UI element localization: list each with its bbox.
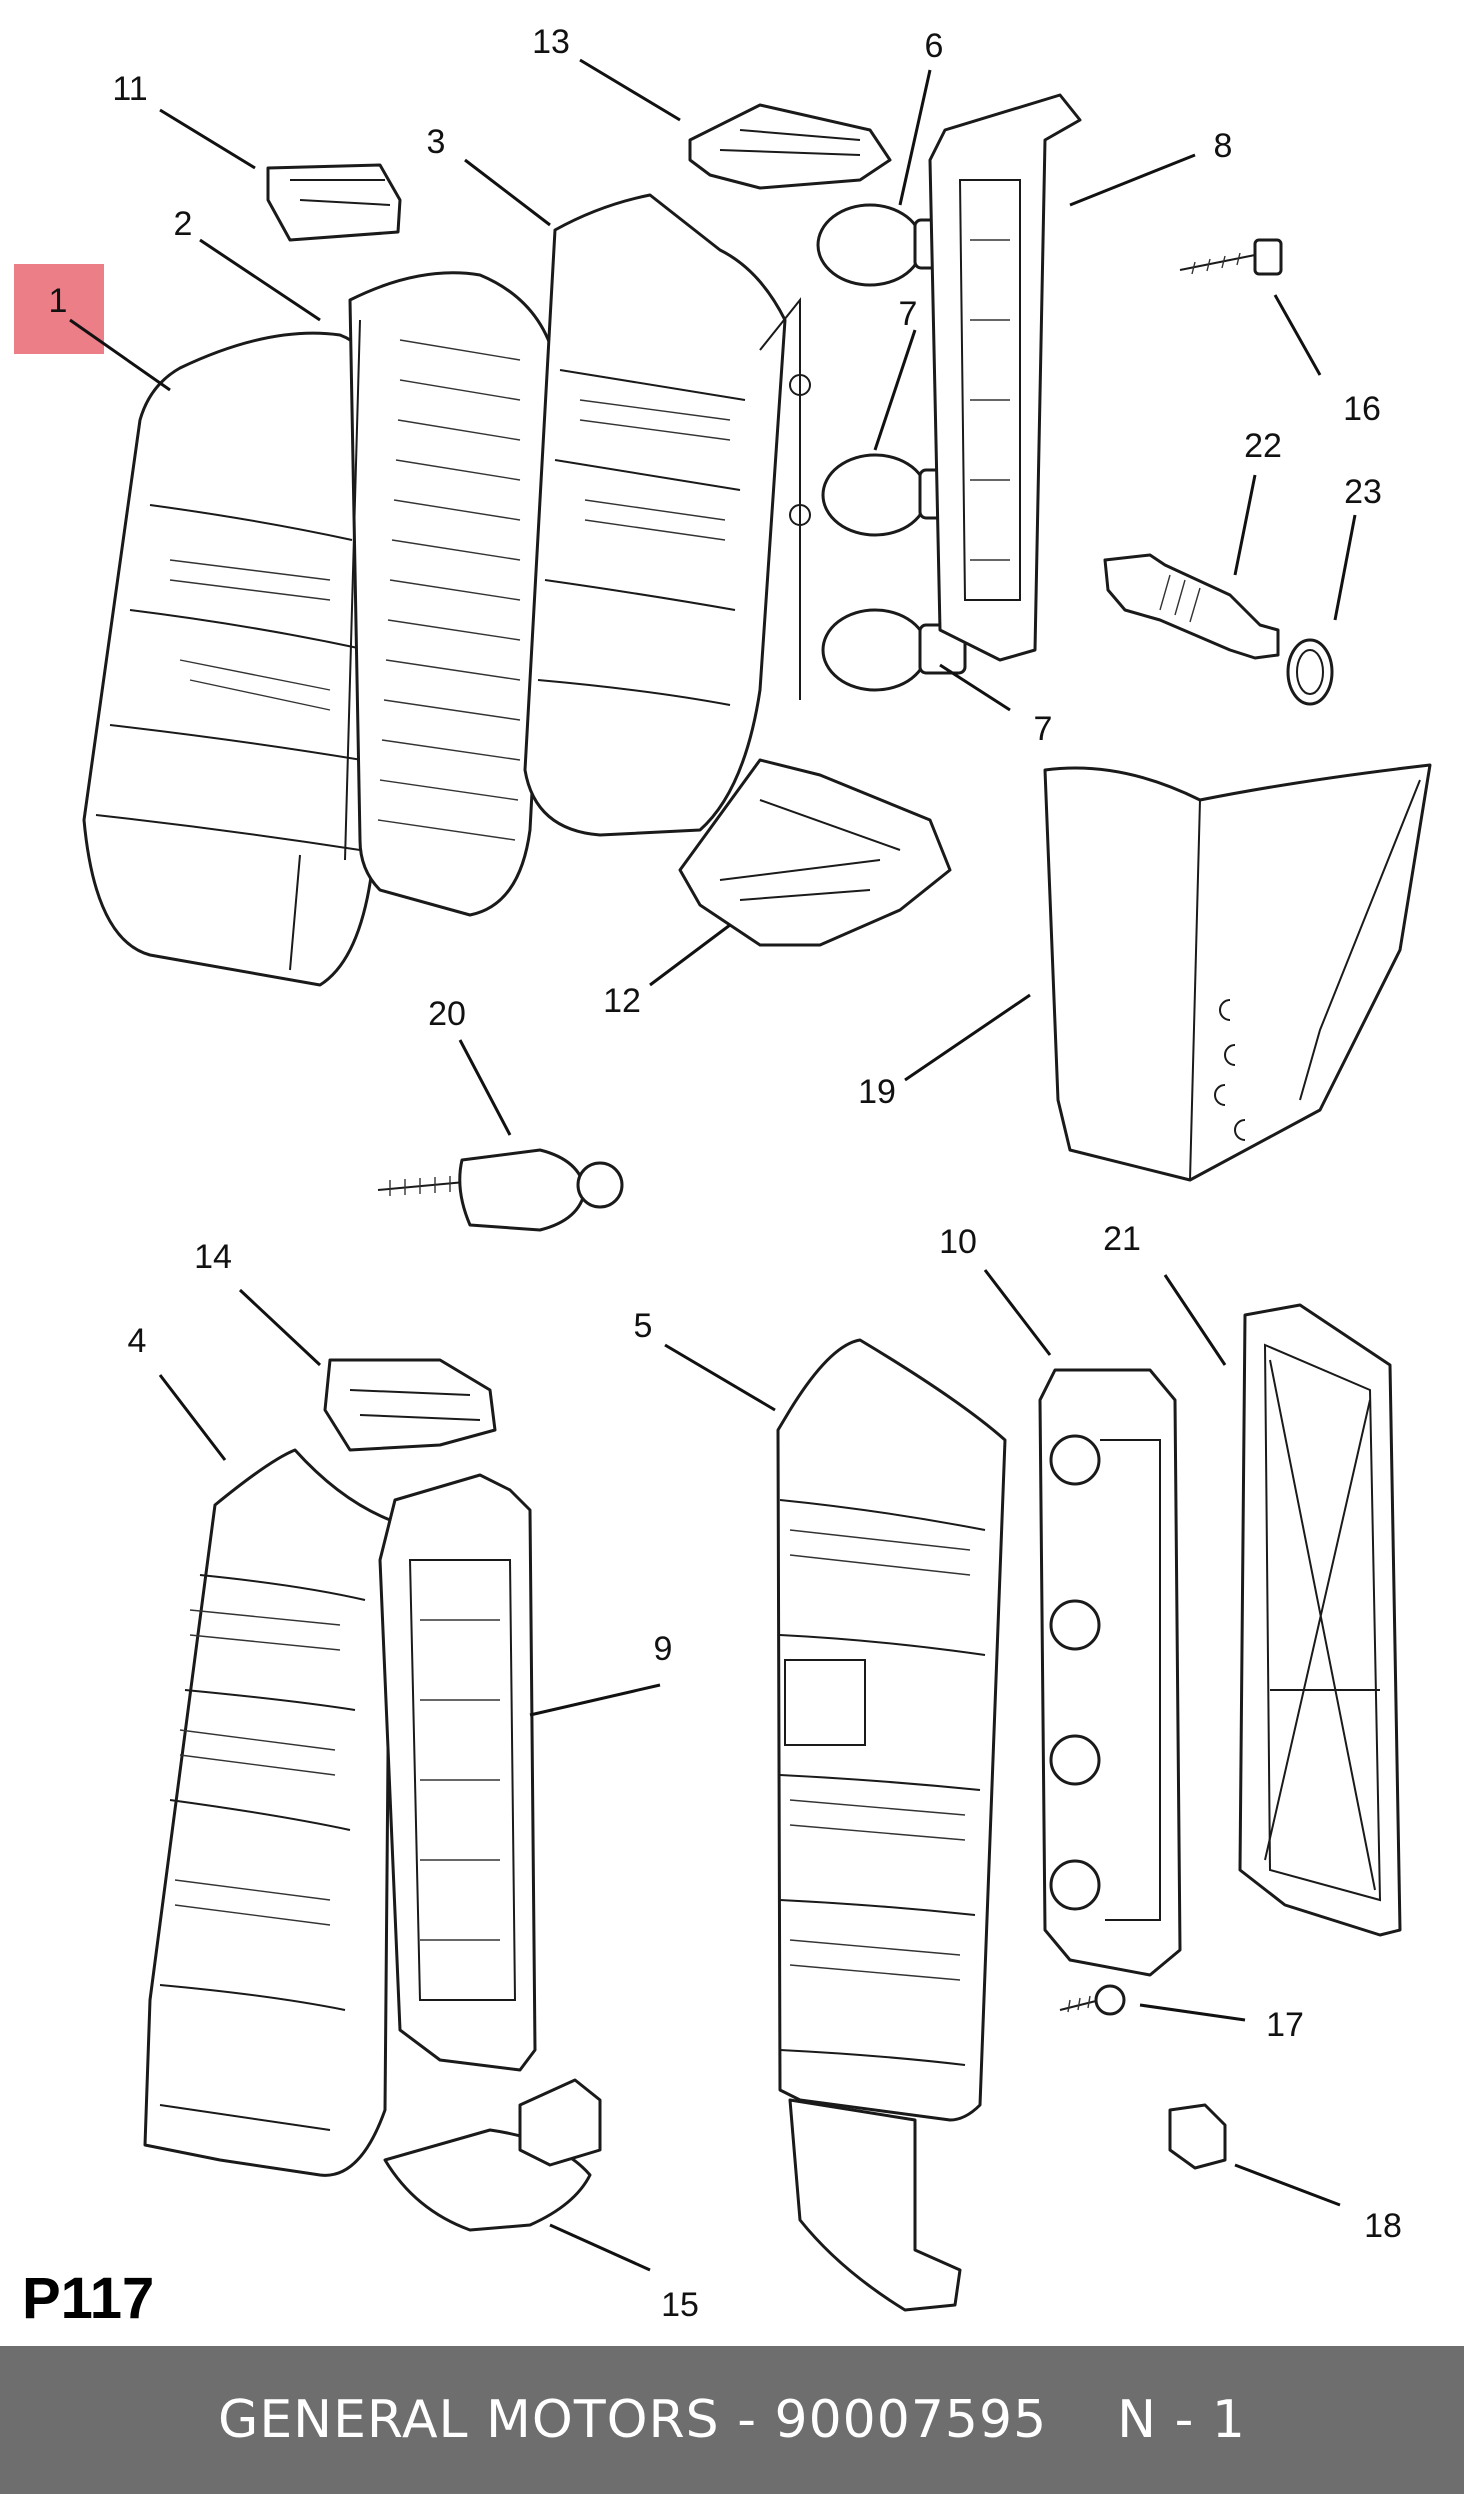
callout-2: 2 [174,205,193,243]
callout-20: 20 [428,995,466,1033]
part-6-bulb [816,203,962,287]
callout-21: 21 [1103,1220,1141,1258]
part-10-bulb-carrier [1038,1368,1182,1977]
callout-7-upper: 7 [899,295,918,333]
part-13-bracket [688,103,892,190]
part-3-lamp-housing [523,193,811,837]
part-2-lamp-reflector [344,271,557,917]
callout-labels: 1 2 3 4 5 6 7 7 8 9 10 11 12 13 14 15 16… [49,23,1402,2324]
callout-23: 23 [1344,473,1382,511]
manufacturer-part-number: GENERAL MOTORS - 90007595 [218,2390,1048,2450]
callout-5: 5 [634,1307,653,1345]
footer-bar: GENERAL MOTORS - 90007595 N - 1 [0,2346,1464,2494]
parts-diagram: 1 2 3 4 5 6 7 7 8 9 10 11 12 13 14 15 16… [14,23,1432,2331]
callout-7-lower: 7 [1034,710,1053,748]
callout-18: 18 [1364,2207,1402,2245]
callout-1: 1 [49,282,68,320]
callout-3: 3 [427,123,446,161]
part-11-clip [266,163,402,242]
callout-4: 4 [128,1322,147,1360]
callout-11: 11 [112,70,147,108]
callout-14: 14 [194,1238,232,1276]
callout-13: 13 [532,23,570,61]
callout-9: 9 [654,1630,673,1668]
part-22-switch [1103,553,1280,660]
callout-15: 15 [661,2286,699,2324]
part-17-screw [1059,1984,1126,2016]
part-9-circuit-board [378,1473,537,2072]
page-code: P117 [22,2266,154,2331]
callout-22: 22 [1244,427,1282,465]
part-5-tail-lamp [776,1338,1007,2312]
part-23-seal-ring [1286,638,1334,706]
callout-8: 8 [1214,127,1233,165]
quantity-label: N - 1 [1117,2390,1246,2450]
part-21-frame [1238,1303,1402,1937]
part-14-clip [323,1358,497,1452]
callout-10: 10 [939,1223,977,1261]
part-15-cap [383,2078,602,2232]
callout-1-highlight [14,264,104,354]
part-8-bulb-holder [928,93,1082,662]
leader-lines [69,58,1357,2272]
part-20-bolt [377,1148,624,1232]
part-1-tail-lamp-lens [82,331,400,987]
part-4-tail-lamp [143,1448,392,2177]
callout-12: 12 [603,982,641,1020]
part-18-clip-nut [1168,2103,1227,2170]
part-19-cover-panel [1043,763,1432,1182]
callout-6: 6 [925,27,944,65]
callout-16: 16 [1343,390,1381,428]
part-16-screw [1179,238,1283,276]
callout-19: 19 [858,1073,896,1111]
callout-17: 17 [1266,2006,1304,2044]
